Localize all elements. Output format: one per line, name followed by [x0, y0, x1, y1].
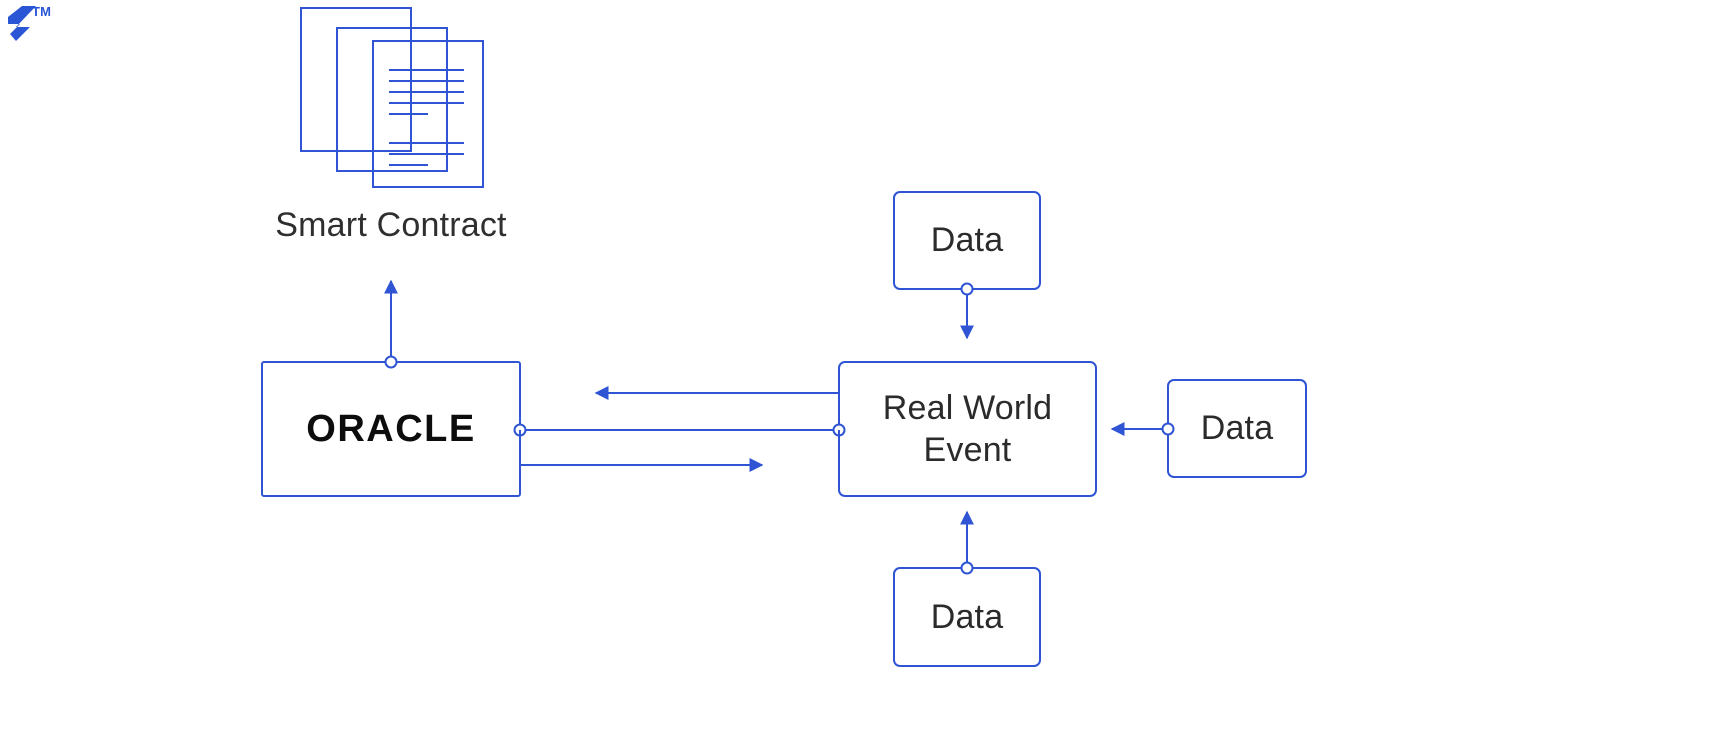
toptal-logo — [8, 6, 36, 41]
document-text-lines — [389, 69, 464, 166]
connector-data-top-to-real-world-event — [960, 282, 974, 340]
connector-oracle-real-world-event-link — [513, 423, 846, 437]
trademark-symbol: TM — [32, 4, 52, 19]
connector-data-right-to-real-world-event — [1110, 422, 1175, 436]
documents-stack-icon — [300, 7, 484, 188]
data-right-box[interactable] — [1167, 379, 1307, 478]
data-bottom-box[interactable] — [893, 567, 1041, 667]
document-page-back — [300, 7, 412, 152]
document-page-middle — [336, 27, 448, 172]
data-top-box[interactable] — [893, 191, 1041, 290]
document-page-front — [372, 40, 484, 188]
oracle-box[interactable] — [261, 361, 521, 497]
smart-contract-caption: Smart Contract — [275, 206, 507, 244]
port-data-bottom — [960, 561, 974, 575]
connector-oracle-to-real-world-event — [519, 430, 840, 472]
connector-data-bottom-to-real-world-event — [960, 510, 974, 575]
connector-oracle-to-smart-contract — [384, 279, 398, 369]
real-world-event-box[interactable] — [838, 361, 1097, 497]
port-oracle-top — [384, 355, 398, 369]
port-data-top — [960, 282, 974, 296]
port-data-right — [1161, 422, 1175, 436]
